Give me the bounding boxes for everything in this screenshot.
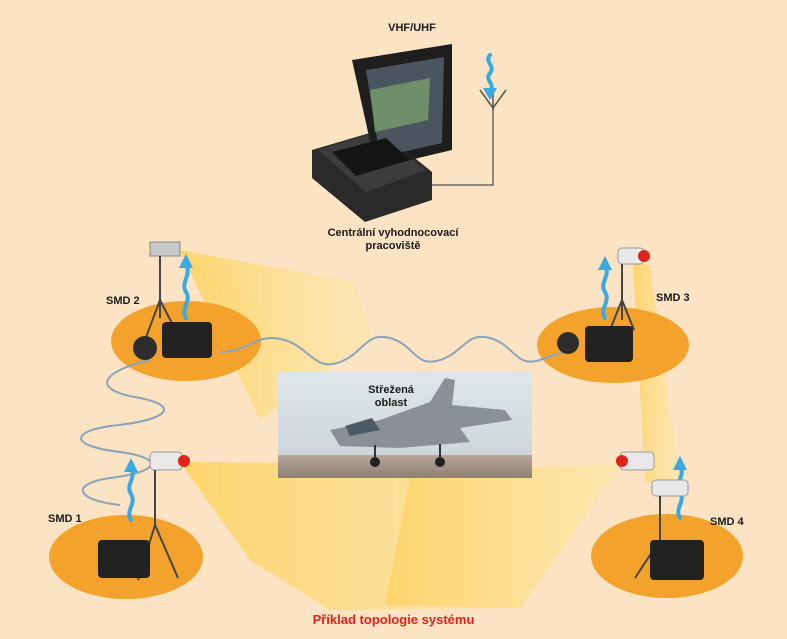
diagram-caption: Příklad topologie systému <box>312 612 475 627</box>
radio-link <box>432 108 494 186</box>
protected-area-line2: oblast <box>374 397 408 409</box>
station-label-smd2: SMD 2 <box>106 295 140 307</box>
top-label-vhf-uhf: VHF/UHF <box>388 22 436 34</box>
station-smd4-equipment <box>616 451 704 580</box>
station-smd2-equipment <box>133 241 212 360</box>
signal-smd1 <box>127 466 135 522</box>
station-label-smd3: SMD 3 <box>656 292 690 304</box>
signal-arrow-top <box>486 53 494 94</box>
station-smd3-equipment <box>557 247 650 362</box>
protected-area-line1: Střežená <box>368 384 414 396</box>
beam-smd4 <box>385 462 625 608</box>
central-station-label: Centrální vyhodnocovací pracoviště <box>318 227 468 253</box>
cable-smd2-smd1 <box>80 359 165 506</box>
station-label-smd1: SMD 1 <box>48 513 82 525</box>
station-smd1-equipment <box>98 451 190 581</box>
signal-smd2 <box>182 262 190 320</box>
protected-area-photo <box>278 372 532 478</box>
cable-smd2-smd3 <box>219 335 571 366</box>
laptop-case-icon <box>312 44 452 222</box>
station-label-smd4: SMD 4 <box>710 516 744 528</box>
signal-smd3 <box>601 264 609 320</box>
cables <box>80 108 571 506</box>
central-station-line1: Centrální vyhodnocovací <box>327 227 459 239</box>
central-station-line2: pracoviště <box>365 240 421 252</box>
protected-area-label: Střežená oblast <box>356 384 426 410</box>
